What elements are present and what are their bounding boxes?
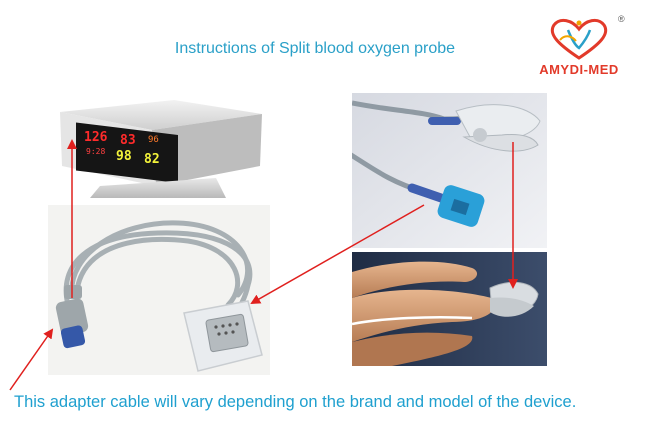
arrow-caption-to-connector bbox=[9, 328, 54, 391]
monitor-reading-2: 83 bbox=[120, 133, 136, 148]
adapter-cable-photo bbox=[48, 205, 270, 375]
patient-monitor-photo: 126 83 96 9:28 98 82 bbox=[56, 100, 266, 200]
page-title: Instructions of Split blood oxygen probe bbox=[174, 40, 456, 57]
registered-mark: ® bbox=[618, 14, 625, 24]
monitor-reading-4: 98 bbox=[116, 149, 132, 164]
finger-probe-photo bbox=[352, 252, 547, 366]
monitor-reading-5: 82 bbox=[144, 152, 160, 167]
probe-photo bbox=[352, 93, 547, 248]
monitor-reading-3: 96 bbox=[148, 135, 159, 145]
brand-logo: ® AMYDI-MED bbox=[518, 14, 640, 80]
footer-caption: This adapter cable will vary depending o… bbox=[14, 393, 577, 411]
heart-logo-icon bbox=[550, 18, 608, 60]
monitor-reading-1: 126 bbox=[84, 130, 108, 145]
monitor-reading-6: 9:28 bbox=[86, 147, 106, 156]
logo-text: AMYDI-MED bbox=[539, 62, 619, 77]
